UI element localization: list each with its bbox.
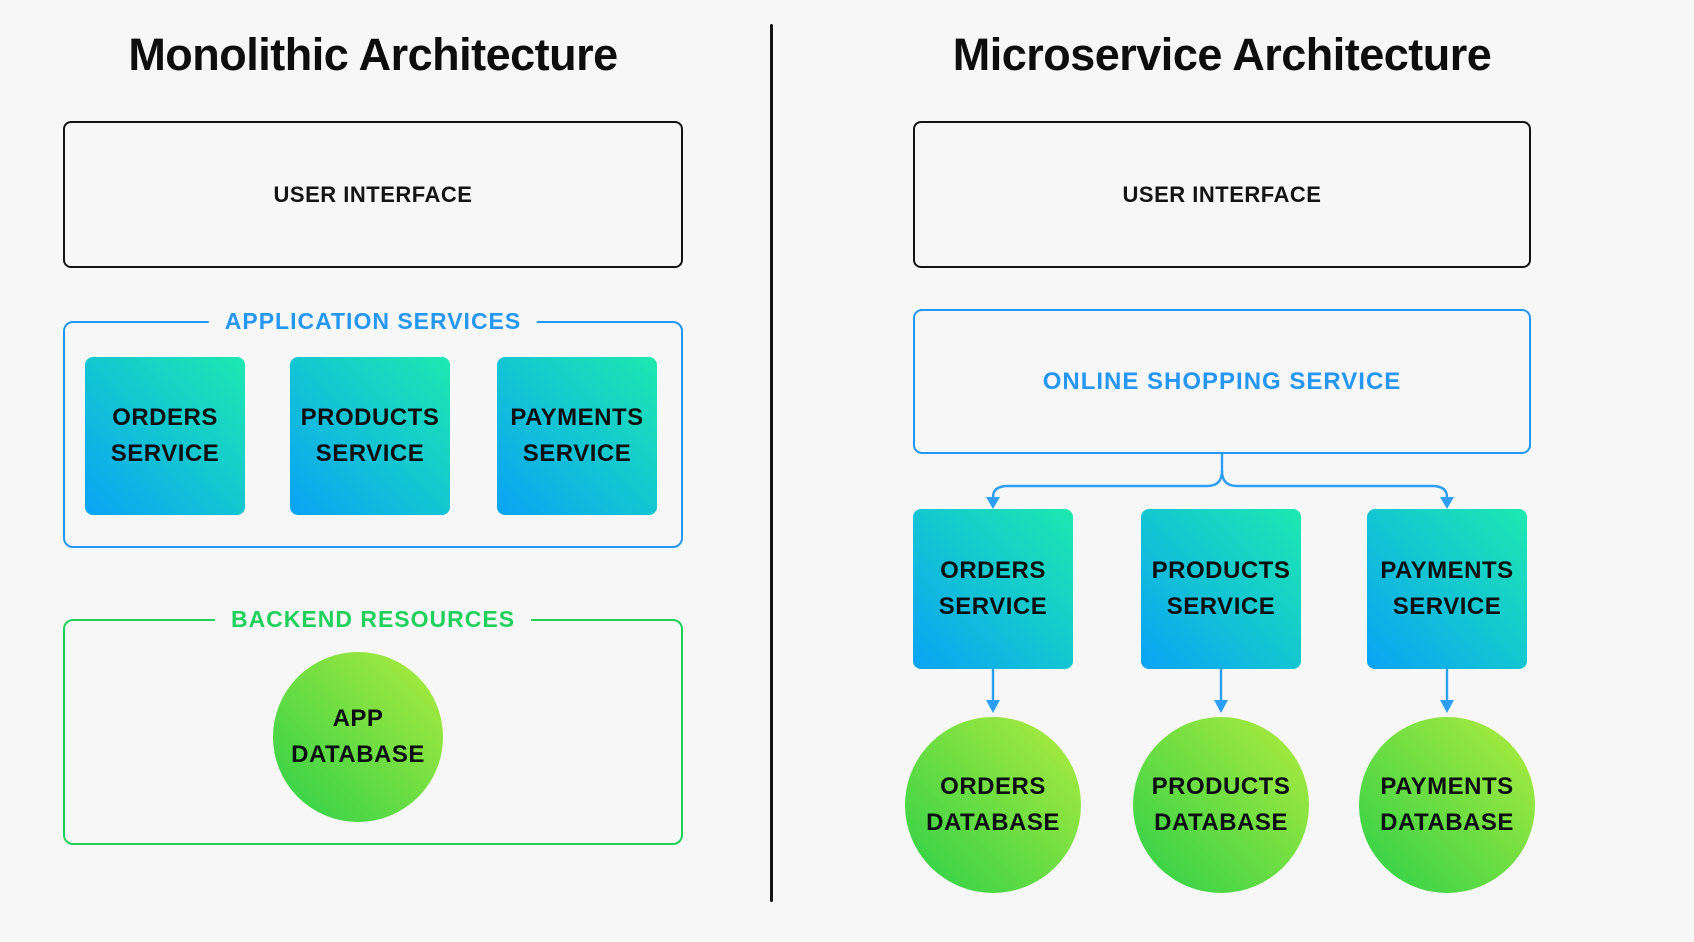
branch-right-line (1220, 469, 1449, 499)
payments-service-tile: PAYMENTS SERVICE (1367, 509, 1527, 669)
monolith-payments-service-tile: PAYMENTS SERVICE (497, 357, 657, 515)
service-to-database-arrows (986, 667, 1454, 713)
orders-service-tile: ORDERS SERVICE (913, 509, 1073, 669)
branch-left-arrowhead (986, 497, 1000, 509)
payments-db-arrowhead (1440, 700, 1454, 713)
microservice-user-interface-box: USER INTERFACE (913, 121, 1531, 268)
monolith-user-interface-label: USER INTERFACE (273, 181, 473, 207)
online-shopping-service-box: ONLINE SHOPPING SERVICE (913, 309, 1531, 454)
monolith-products-service-tile: PRODUCTS SERVICE (290, 357, 450, 515)
monolithic-title: Monolithic Architecture (128, 29, 618, 80)
monolith-user-interface-box: USER INTERFACE (63, 121, 683, 268)
branch-right-arrowhead (1440, 497, 1454, 509)
orders-database-circle: ORDERS DATABASE (905, 717, 1081, 893)
orders-db-arrowhead (986, 700, 1000, 713)
products-database-circle: PRODUCTS DATABASE (1133, 717, 1309, 893)
gateway-branch-connector (986, 452, 1454, 509)
microservice-title: Microservice Architecture (952, 29, 1492, 80)
microservice-user-interface-label: USER INTERFACE (1122, 181, 1322, 207)
panel-divider-line (770, 24, 773, 902)
products-service-tile: PRODUCTS SERVICE (1141, 509, 1301, 669)
application-services-label: APPLICATION SERVICES (208, 307, 538, 336)
app-database-circle: APP DATABASE (273, 652, 443, 822)
products-db-arrowhead (1214, 700, 1228, 713)
backend-resources-group: BACKEND RESOURCES (63, 605, 683, 845)
branch-left-line (991, 469, 1224, 499)
backend-resources-label: BACKEND RESOURCES (214, 605, 532, 634)
application-services-group: APPLICATION SERVICES (63, 307, 683, 548)
monolith-orders-service-tile: ORDERS SERVICE (85, 357, 245, 515)
payments-database-circle: PAYMENTS DATABASE (1359, 717, 1535, 893)
